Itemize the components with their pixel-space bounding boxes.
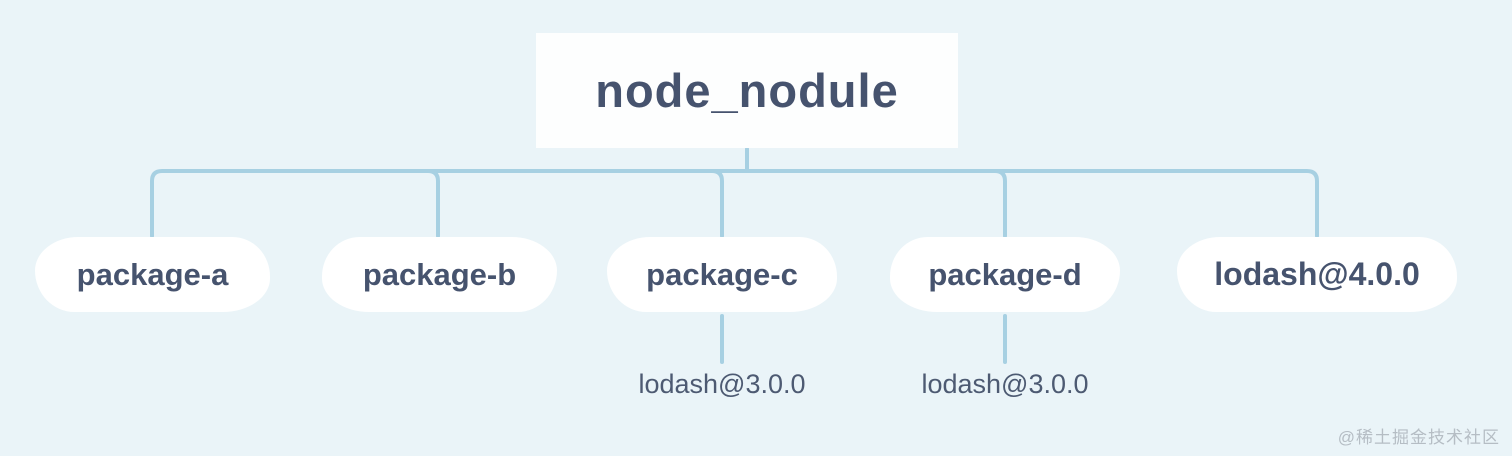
dependency-label-package-c: lodash@3.0.0	[638, 369, 806, 399]
child-node-package-a: package-a	[35, 237, 270, 312]
child-node-label: package-b	[362, 256, 517, 292]
child-node-label: package-c	[646, 256, 798, 292]
branch-package-c-line	[710, 169, 724, 238]
watermark-text: @稀土掘金技术社区	[1337, 428, 1500, 447]
child-node-label: package-d	[928, 256, 1082, 292]
main-rail-line	[150, 169, 1319, 238]
dependency-label-package-d: lodash@3.0.0	[921, 369, 1089, 399]
child-node-package-c: package-c	[607, 237, 837, 312]
child-node-label: package-a	[76, 256, 229, 292]
branch-package-d-line	[993, 169, 1007, 238]
child-node-lodash-4-0-0: lodash@4.0.0	[1177, 237, 1457, 312]
child-node-package-b: package-b	[322, 237, 557, 312]
root-node-node-nodule: node_nodule	[536, 33, 958, 148]
child-node-package-d: package-d	[890, 237, 1120, 312]
child-node-label: lodash@4.0.0	[1214, 256, 1420, 292]
root-node-label: node_nodule	[595, 64, 899, 117]
branch-package-b-line	[426, 169, 440, 238]
